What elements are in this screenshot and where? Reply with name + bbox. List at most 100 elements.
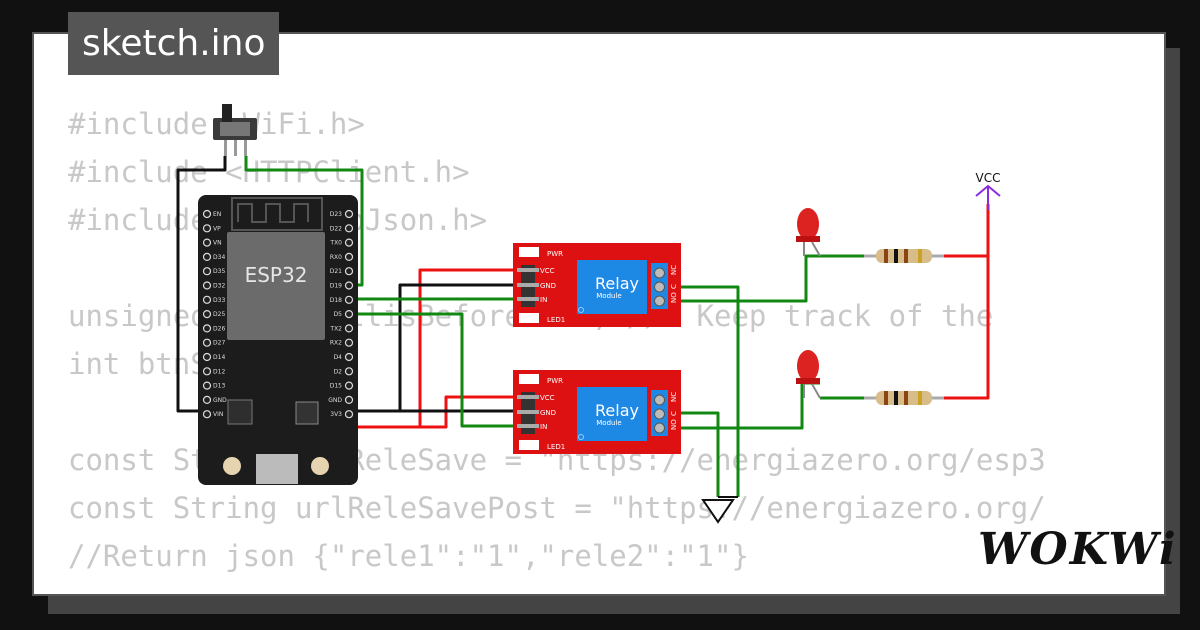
- esp32-pin-label: D27: [213, 340, 225, 347]
- esp32-pin[interactable]: [202, 352, 212, 362]
- ground-symbol: [701, 496, 738, 524]
- esp32-pin[interactable]: [344, 295, 354, 304]
- esp32-pin-label: D22: [330, 225, 342, 232]
- led-2[interactable]: [796, 350, 821, 399]
- esp32-chip-label: ESP32: [245, 263, 308, 287]
- code-line: const String urlReleSavePost = "https://…: [68, 491, 1046, 525]
- esp32-pin-label: D19: [330, 283, 342, 290]
- esp32-pin[interactable]: [202, 252, 212, 261]
- esp32-pin[interactable]: [202, 381, 212, 390]
- esp32-pin[interactable]: [202, 410, 212, 419]
- wire-switch-gnd: [176, 156, 227, 413]
- relay-subtitle: Module: [596, 292, 621, 300]
- relay-title: Relay: [595, 274, 639, 293]
- led-1[interactable]: [796, 208, 821, 257]
- esp32-pin[interactable]: [344, 410, 354, 419]
- esp32-pin[interactable]: [202, 367, 212, 376]
- terminal-screw: [654, 394, 665, 406]
- terminal-screw: [654, 295, 665, 307]
- terminal-screw: [654, 408, 665, 420]
- esp32-pin-label: D35: [213, 268, 225, 275]
- esp32-pin[interactable]: [202, 267, 212, 276]
- relay-header-pin: [517, 297, 539, 301]
- esp32-pin[interactable]: [344, 209, 354, 219]
- gnd-pin-label: GND: [540, 282, 556, 290]
- esp32-pin[interactable]: [344, 338, 354, 347]
- esp32-pin[interactable]: [202, 209, 212, 219]
- relay-title: Relay: [595, 401, 639, 420]
- resistor-1[interactable]: [864, 249, 944, 263]
- esp32-pin[interactable]: [202, 281, 212, 290]
- esp32-pin-label: D32: [213, 283, 225, 290]
- esp32-pin-label: D14: [213, 354, 225, 361]
- esp32-pin-label: D5: [334, 311, 343, 318]
- esp32-pin-label: RX0: [330, 254, 342, 261]
- terminal-screw: [654, 267, 665, 279]
- pwr-led: [519, 374, 539, 384]
- wire-relay1-vcc: [350, 268, 522, 429]
- esp32-pin-label: RX2: [330, 340, 342, 347]
- reset-button[interactable]: [311, 457, 329, 475]
- esp32-pin[interactable]: [344, 395, 354, 404]
- status-led: [519, 313, 539, 323]
- wire-relay2-no: [662, 381, 820, 430]
- pwr-led: [519, 247, 539, 257]
- in-pin-label: IN: [540, 423, 547, 431]
- esp32-pin-label: D23: [330, 211, 342, 218]
- esp32-pin[interactable]: [344, 310, 354, 319]
- wire-relay1-gnd: [350, 283, 522, 413]
- esp32-pin-label: D26: [213, 325, 225, 332]
- esp32-pin-label: D12: [213, 368, 225, 375]
- esp32-pin[interactable]: [202, 310, 212, 319]
- led-label: LED1: [547, 443, 565, 451]
- esp32-pin[interactable]: [344, 238, 354, 247]
- esp32-pin[interactable]: [344, 324, 354, 333]
- contact-label: C: [670, 411, 678, 416]
- esp32-pin-label: D25: [213, 311, 225, 318]
- esp32-pin[interactable]: [344, 367, 354, 376]
- esp32-pin-label: EN: [213, 211, 221, 218]
- boot-button[interactable]: [223, 457, 241, 475]
- wire-relay2-in: [350, 312, 522, 428]
- usb-port: [256, 454, 298, 484]
- code-line: #include <HTTPClient.h>: [68, 155, 470, 189]
- esp32-left-pins: ENVPVND34D35D32D33D25D26D27D14D12D13GNDV…: [202, 209, 227, 419]
- esp32-pin[interactable]: [202, 395, 212, 404]
- esp32-pin[interactable]: [344, 252, 354, 261]
- esp32-pin[interactable]: [344, 381, 354, 390]
- wire-resistor2-vcc: [940, 256, 990, 400]
- relay-header-pin: [517, 283, 539, 287]
- gnd-pin-label: GND: [540, 409, 556, 417]
- wire-relay1-no: [662, 254, 820, 303]
- in-pin-label: IN: [540, 296, 547, 304]
- contact-label: NC: [670, 265, 678, 275]
- esp32-pin[interactable]: [202, 338, 212, 347]
- slide-switch[interactable]: [213, 104, 257, 156]
- esp32-pin-label: VIN: [213, 411, 223, 418]
- esp32-pin-label: D13: [213, 383, 225, 390]
- esp32-pin-label: D21: [330, 268, 342, 275]
- esp32-pin-label: D33: [213, 297, 225, 304]
- esp32-pin[interactable]: [344, 224, 354, 233]
- esp32-pin[interactable]: [344, 267, 354, 276]
- esp32-pin[interactable]: [344, 281, 354, 290]
- esp32-pin[interactable]: [344, 352, 354, 362]
- resistor-2[interactable]: [864, 391, 944, 405]
- relay-header-pin: [517, 395, 539, 399]
- terminal-screw: [654, 281, 665, 293]
- esp32-board[interactable]: ESP32 ENVPVND34D35D32D33D25D26D27D14D12D…: [198, 195, 358, 485]
- esp32-pin-label: GND: [328, 397, 342, 404]
- esp32-pin-label: TX2: [329, 325, 342, 332]
- esp32-pin-label: D34: [213, 254, 225, 261]
- esp32-chip: [227, 232, 325, 340]
- vcc-label: VCC: [976, 171, 1001, 185]
- esp32-pin[interactable]: [202, 324, 212, 333]
- esp32-right-pins: D23D22TX0RX0D21D19D18D5TX2RX2D4D2D15GND3…: [328, 209, 354, 419]
- esp32-pin[interactable]: [202, 295, 212, 304]
- esp32-pin[interactable]: [202, 224, 212, 233]
- esp32-pin[interactable]: [202, 238, 212, 247]
- terminal-screw: [654, 422, 665, 434]
